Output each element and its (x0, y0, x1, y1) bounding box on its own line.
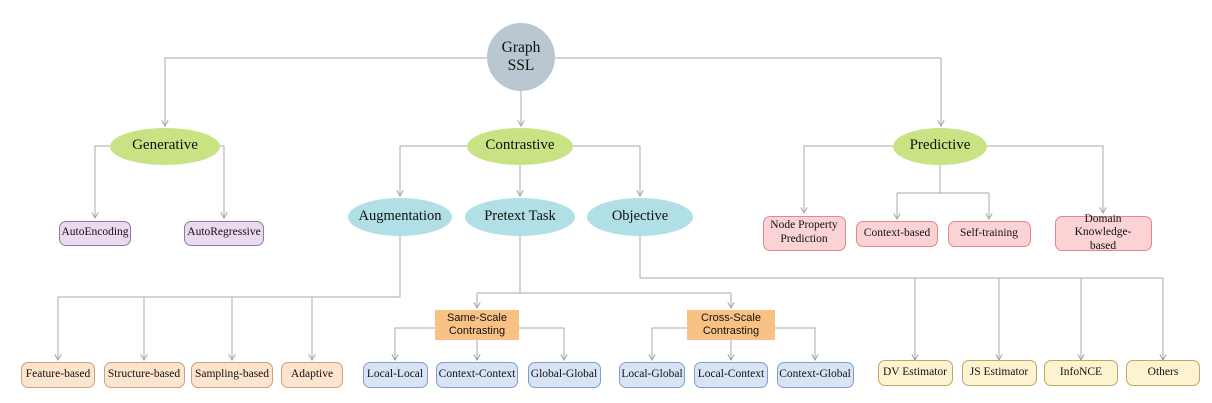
connector-edge (639, 236, 1163, 279)
node-local-context: Local-Context (694, 362, 768, 388)
node-pretext-task: Pretext Task (465, 198, 575, 236)
node-augmentation: Augmentation (348, 198, 452, 236)
node-autoencoding: AutoEncoding (59, 220, 131, 246)
node-structure-based: Structure-based (103, 362, 185, 388)
connector-edge (161, 57, 487, 128)
node-global-global: Global-Global (527, 362, 601, 388)
node-context-context: Context-Context (436, 362, 518, 388)
node-objective: Objective (587, 198, 693, 236)
node-predictive: Predictive (893, 127, 987, 165)
connector-edge (555, 57, 945, 128)
node-graph-ssl: Graph SSL (487, 23, 555, 91)
connector-edge (519, 327, 568, 362)
node-autoregressive: AutoRegressive (184, 220, 264, 246)
node-local-global: Local-Global (619, 362, 685, 388)
node-adaptive: Adaptive (281, 362, 343, 388)
connector-edge (58, 236, 401, 298)
connector-edge (396, 145, 467, 198)
edge-group (54, 57, 1167, 362)
node-infonce: InfoNCE (1044, 360, 1118, 386)
connector-edge (220, 145, 228, 220)
node-js-estimator: JS Estimator (961, 360, 1037, 386)
connector-edge (775, 327, 819, 362)
node-context-based: Context-based (856, 221, 938, 247)
connector-edge (91, 145, 110, 220)
node-self-training: Self-training (947, 221, 1031, 247)
node-generative: Generative (110, 127, 220, 165)
node-feature-based: Feature-based (21, 362, 95, 388)
connector-edge (648, 327, 687, 362)
node-contrastive: Contrastive (467, 127, 573, 165)
node-sampling-based: Sampling-based (191, 362, 273, 388)
node-context-global: Context-Global (776, 362, 854, 388)
connector-edge (800, 145, 893, 215)
connector-edge (391, 327, 435, 362)
node-same-scale-contrasting: Same-Scale Contrasting (435, 310, 519, 340)
node-cross-scale-contrasting: Cross-Scale Contrasting (687, 310, 775, 340)
node-domain-knowledge-based: Domain Knowledge- based (1054, 213, 1152, 252)
connector-edge (573, 145, 644, 198)
node-node-property-prediction: Node Property Prediction (762, 215, 846, 251)
connector-edge (987, 145, 1107, 215)
node-others: Others (1126, 360, 1200, 386)
node-dv-estimator: DV Estimator (877, 360, 953, 386)
node-local-local: Local-Local (362, 362, 428, 388)
